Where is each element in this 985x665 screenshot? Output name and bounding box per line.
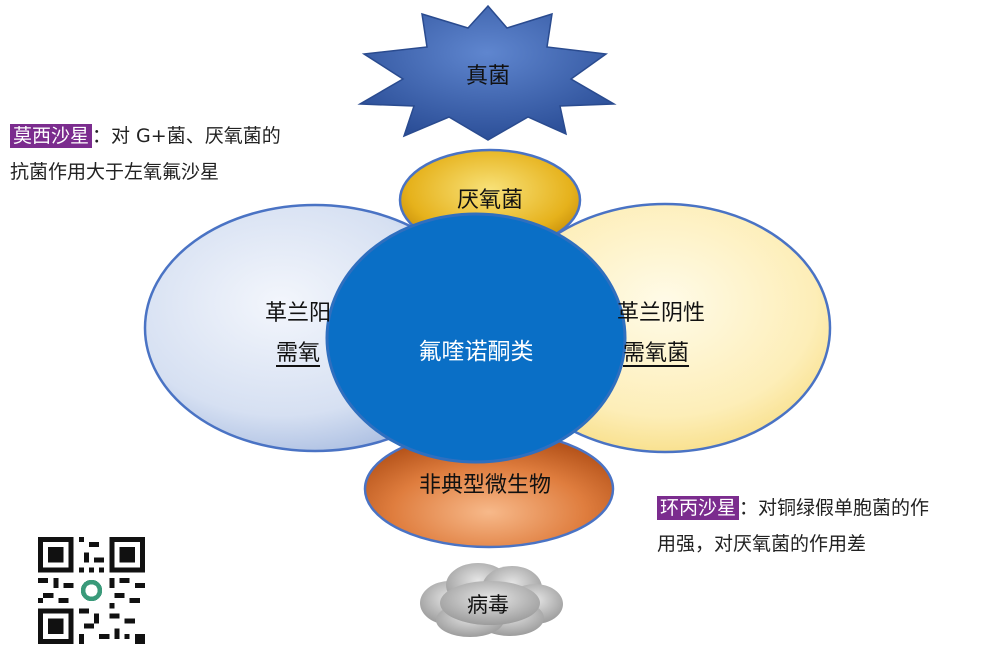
ciprofloxacin-note: 环丙沙星：对铜绿假单胞菌的作 用强，对厌氧菌的作用差 xyxy=(657,490,929,562)
qr-code xyxy=(38,537,145,644)
moxifloxacin-note: 莫西沙星：对 G+菌、厌氧菌的 抗菌作用大于左氧氟沙星 xyxy=(10,118,281,190)
gram-right-label-line1: 革兰阴性 xyxy=(617,301,706,326)
moxifloxacin-highlight: 莫西沙星 xyxy=(10,124,93,148)
fungi-label: 真菌 xyxy=(465,64,510,89)
virus-label: 病毒 xyxy=(467,593,509,617)
gram-left-label-line2: 需氧 xyxy=(276,341,321,366)
ciprofloxacin-highlight: 环丙沙星 xyxy=(657,496,740,520)
ciprofloxacin-text-line2: 用强，对厌氧菌的作用差 xyxy=(657,533,867,555)
gram-right-label-line2: 需氧菌 xyxy=(623,341,690,366)
atypical-label: 非典型微生物 xyxy=(418,473,551,498)
moxifloxacin-text-line2: 抗菌作用大于左氧氟沙星 xyxy=(10,161,220,183)
center-label: 氟喹诺酮类 xyxy=(418,339,534,365)
anaerobes-label: 厌氧菌 xyxy=(456,188,523,213)
virus-cloud xyxy=(420,563,563,637)
gram-left-label-line1: 革兰阳 xyxy=(265,301,332,326)
center-circle xyxy=(325,212,627,464)
ciprofloxacin-text-line1: ：对铜绿假单胞菌的作 xyxy=(739,497,930,519)
moxifloxacin-text-line1: ：对 G+菌、厌氧菌的 xyxy=(92,125,281,147)
fungi-star-shape xyxy=(357,4,617,141)
